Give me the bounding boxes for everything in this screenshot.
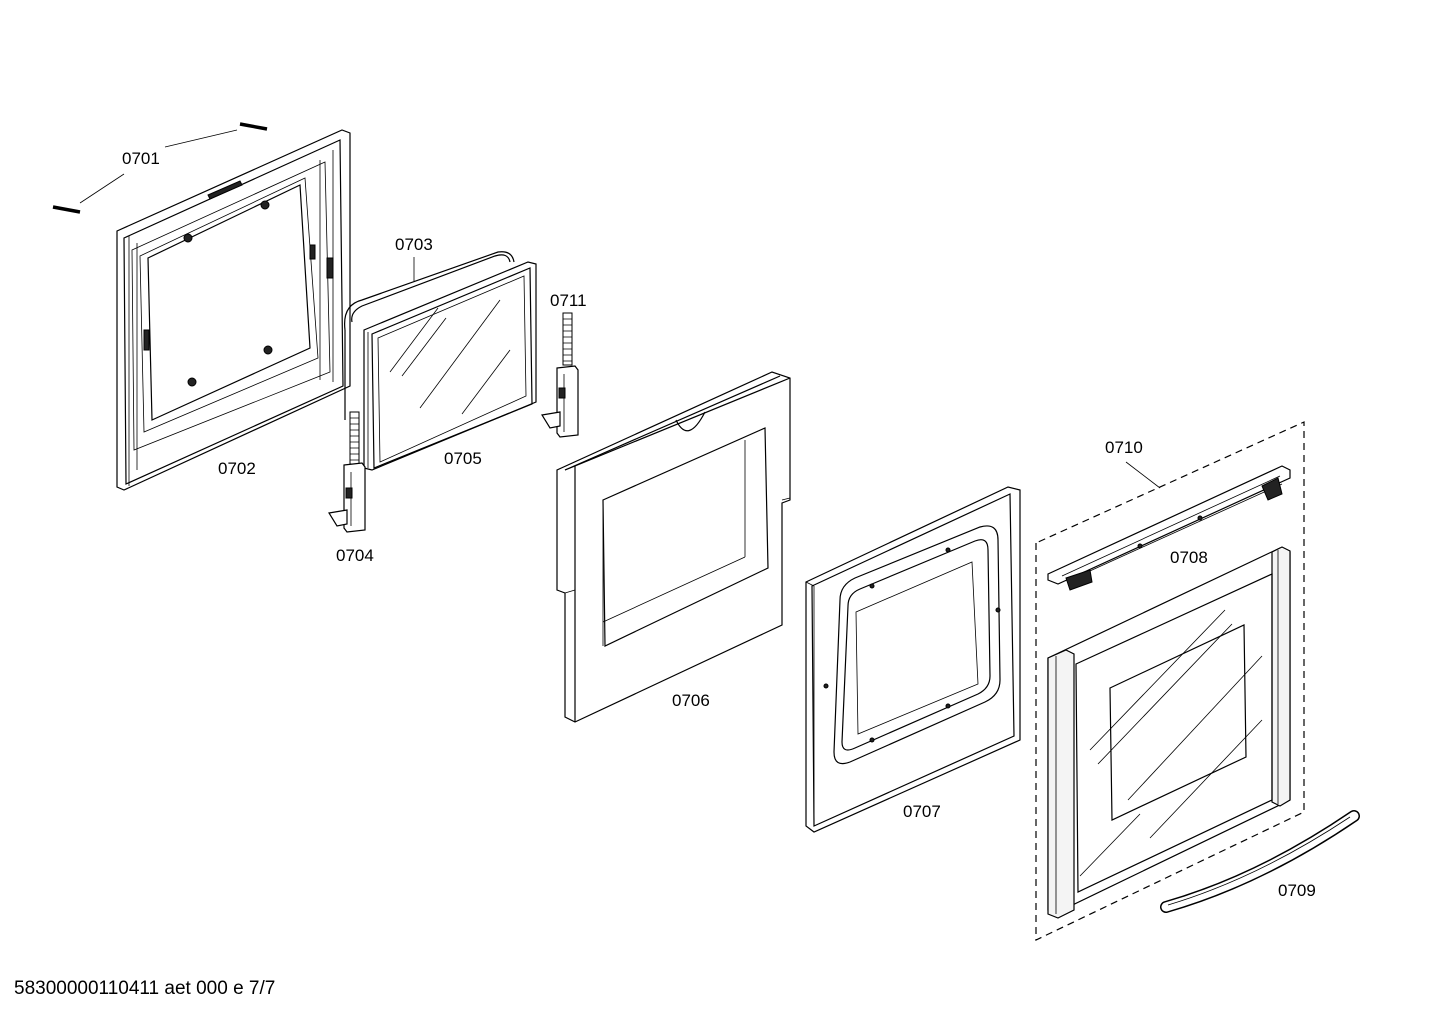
label-0704: 0704: [336, 546, 374, 565]
part-0704-hinge: [328, 411, 366, 533]
part-0707-inner-panel: [805, 486, 1021, 833]
leader-0701: [79, 129, 238, 204]
part-0706-insulation-frame: [556, 371, 791, 723]
part-0701-pins: [52, 122, 268, 214]
part-0705-inner-glass: [363, 261, 537, 471]
label-0709: 0709: [1278, 881, 1316, 900]
part-0708-top-trim: [1047, 465, 1291, 591]
label-0711: 0711: [550, 291, 587, 310]
part-0709-handle: [1160, 810, 1360, 913]
label-0702: 0702: [218, 459, 256, 478]
label-0703: 0703: [395, 235, 433, 254]
label-0708: 0708: [1170, 548, 1208, 567]
document-code: 58300000110411 aet 000 e 7/7: [14, 978, 276, 999]
part-0709-outer-glass: [1047, 546, 1291, 919]
part-0702-outer-frame: [116, 129, 351, 491]
part-0703-gasket: [344, 251, 515, 420]
label-0705: 0705: [444, 449, 482, 468]
label-0706: 0706: [672, 691, 710, 710]
label-0701: 0701: [122, 149, 160, 168]
part-0711-hinge: [541, 312, 579, 438]
label-0707: 0707: [903, 802, 941, 821]
part-0710-assembly-outline: [1035, 421, 1305, 941]
label-0710: 0710: [1105, 438, 1143, 457]
